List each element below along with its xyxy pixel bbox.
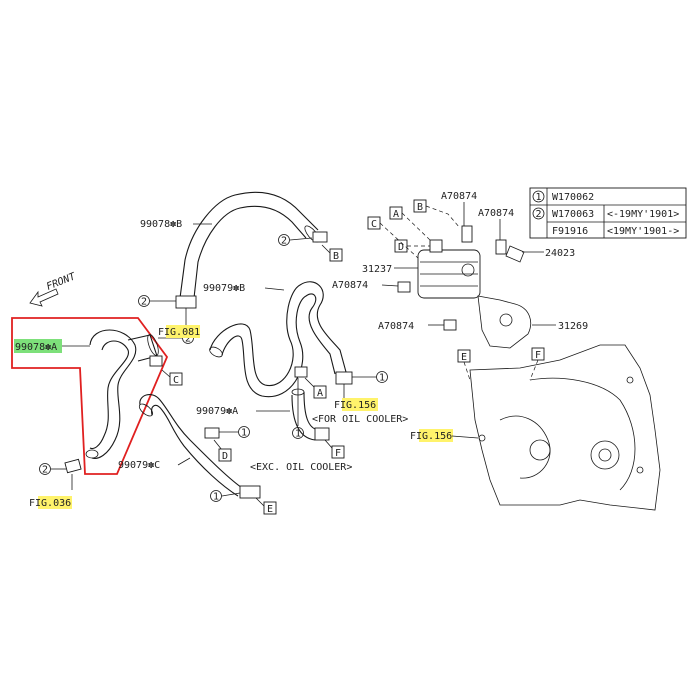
bracket-31269	[477, 239, 532, 349]
ref-b-hose: B	[333, 251, 339, 262]
hose-99078b	[175, 191, 320, 309]
marker-1-pipe-b: 1	[379, 373, 385, 384]
label-pipe-a: 99079✽A	[196, 406, 238, 417]
clamp-c	[149, 355, 163, 367]
ref-c-cooler: C	[371, 219, 377, 230]
label-clip: 24023	[545, 248, 575, 259]
legend-row3-part: F91916	[552, 226, 588, 237]
fig-081: FIG.081	[158, 327, 200, 338]
fig-156a: FIG.156	[334, 400, 376, 411]
legend-table: 1 W170062 2 W170063 <-19MY'1901> F91916 …	[529, 187, 687, 239]
label-bolt-left: A70874	[332, 280, 368, 291]
label-cooler: 31237	[362, 264, 392, 275]
legend-row2-num: 2	[535, 209, 541, 220]
clamp-a	[294, 366, 308, 378]
ref-a-cooler: A	[393, 209, 399, 220]
pipe-99079b	[209, 281, 353, 398]
bolt-left	[397, 281, 411, 293]
marker-1-pipe-c: 1	[241, 428, 247, 439]
marker-1-pipe-c-end: 1	[213, 492, 219, 503]
ref-f-pipe: F	[335, 448, 341, 459]
marker-1-pipe-a: 1	[295, 429, 301, 440]
marker-2-hose-a: 2	[185, 334, 191, 345]
ref-c-left: C	[173, 375, 179, 386]
clamp-b	[312, 231, 328, 243]
legend-row2-note: <-19MY'1901>	[607, 209, 679, 220]
label-bracket: 31269	[558, 321, 588, 332]
legend-row1-num: 1	[535, 192, 541, 203]
ref-b-cooler: B	[417, 202, 423, 213]
bolt-bottom	[443, 319, 457, 331]
ref-e-cooler: E	[461, 352, 467, 363]
label-bolt-bottom: A70874	[378, 321, 414, 332]
hose-99078a	[85, 329, 159, 459]
legend-row3-note: <19MY'1901->	[607, 226, 679, 237]
label-pipe-c: 99079✽C	[118, 460, 160, 471]
transmission-housing	[469, 344, 661, 511]
caption-exc-oil-cooler: <EXC. OIL COOLER>	[250, 462, 352, 473]
ref-d-cooler: D	[398, 242, 404, 253]
marker-2-fig036: 2	[42, 465, 48, 476]
legend-row1-part: W170062	[552, 192, 594, 203]
oil-cooler-31237	[417, 225, 481, 299]
caption-for-oil-cooler: <FOR OIL COOLER>	[312, 414, 408, 425]
fig-156b: FIG.156	[410, 431, 452, 442]
label-pipe-b: 99079✽B	[203, 283, 245, 294]
ref-a-pipe: A	[317, 388, 323, 399]
label-hose-a: 99078✽A	[15, 342, 57, 353]
label-bolt-top: A70874	[441, 191, 477, 202]
clamp-fig036	[64, 458, 82, 474]
marker-2-hose-b-low: 2	[141, 297, 147, 308]
front-label: FRONT	[45, 271, 78, 293]
clamp-d	[204, 427, 220, 439]
ref-d-pipe: D	[222, 451, 228, 462]
fig-036: FIG.036	[29, 498, 71, 509]
front-arrow: FRONT	[29, 271, 78, 307]
legend-row2-part: W170063	[552, 209, 594, 220]
label-bolt-right: A70874	[478, 208, 514, 219]
pipe-99079c	[138, 394, 261, 499]
highlight-outline	[11, 317, 169, 475]
label-hose-b: 99078✽B	[140, 219, 182, 230]
ref-e-pipe: E	[267, 504, 273, 515]
ref-f-cooler: F	[535, 350, 541, 361]
marker-2-hose-b: 2	[281, 236, 287, 247]
